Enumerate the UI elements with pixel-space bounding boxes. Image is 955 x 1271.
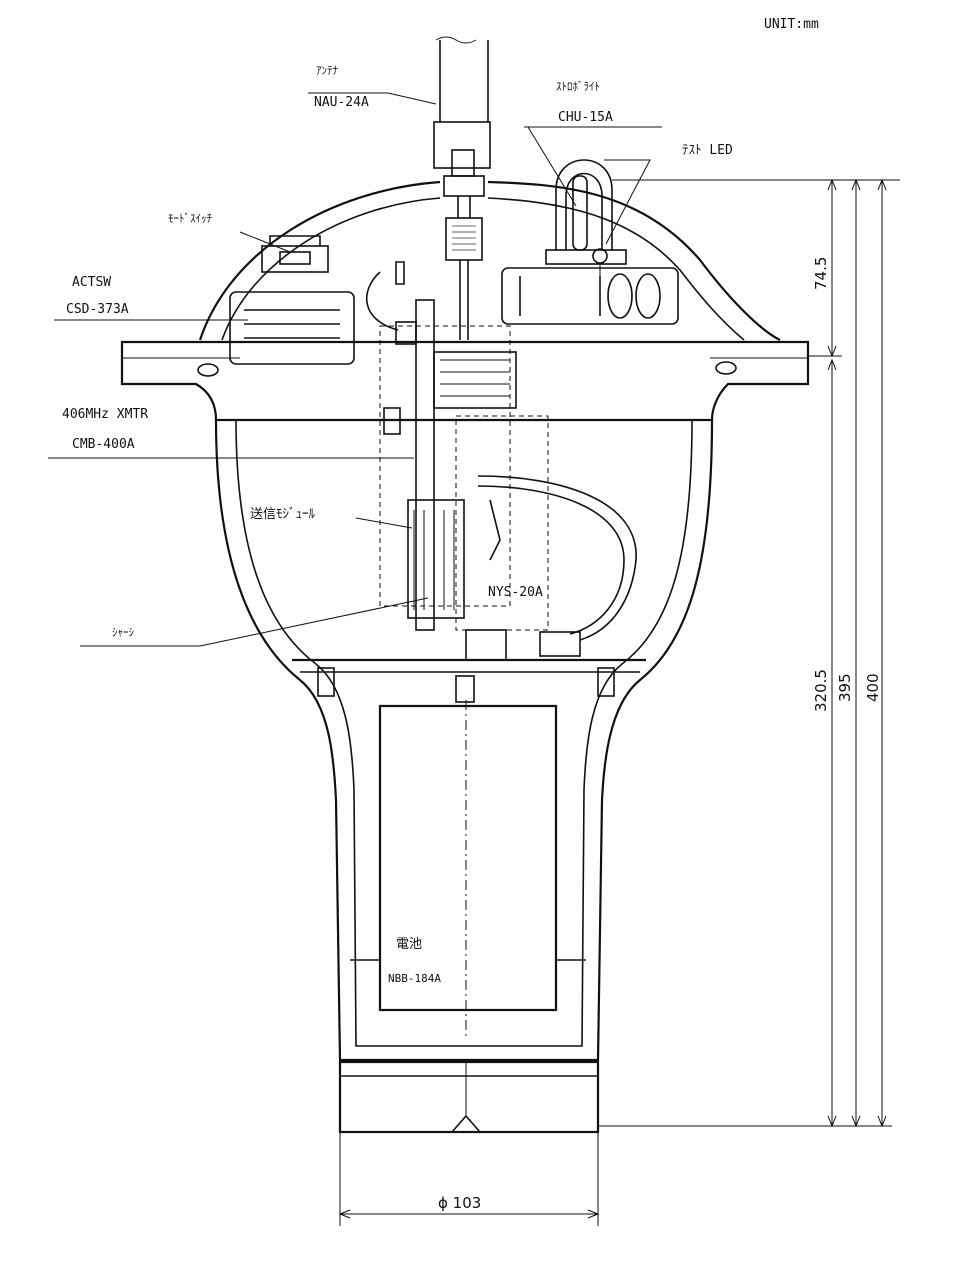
actsw-label: ACTSW xyxy=(72,275,111,290)
base-cap xyxy=(338,1060,600,1134)
chassis-label: ｼｬｰｼ xyxy=(112,626,134,639)
test-led-shape xyxy=(592,248,608,276)
xmtr-label: 406MHz XMTR xyxy=(62,407,148,422)
module-model: NYS-20A xyxy=(488,585,543,600)
dim-400: 400 xyxy=(864,673,882,702)
strobe-driver-block xyxy=(501,267,679,325)
mode-switch-label: ﾓｰﾄﾞｽｲｯﾁ xyxy=(168,212,212,225)
antenna-model: NAU-24A xyxy=(314,95,369,110)
dimension-lines xyxy=(338,178,900,1226)
unit-label: UNIT:mm xyxy=(764,17,819,32)
tx-module-label: 送信ﾓｼﾞｭｰﾙ xyxy=(250,507,316,522)
actsw-unit xyxy=(229,235,355,365)
actsw-model: CSD-373A xyxy=(66,302,129,317)
dim-74-5: 74.5 xyxy=(812,257,830,290)
antenna-label: ｱﾝﾃﾅ xyxy=(316,64,338,77)
antenna-shape xyxy=(433,36,491,340)
battery-label: 電池 xyxy=(396,937,422,952)
callout-leaders xyxy=(48,92,662,647)
xmtr-model: CMB-400A xyxy=(72,437,135,452)
strobe-label: ｽﾄﾛﾎﾞﾗｲﾄ xyxy=(556,80,600,93)
strobe-light-shape xyxy=(545,159,627,265)
dim-diameter: ϕ 103 xyxy=(438,1194,481,1212)
transmitter-chassis xyxy=(365,261,637,661)
strobe-model: CHU-15A xyxy=(558,110,613,125)
battery-model: NBB-184A xyxy=(388,972,441,985)
dim-395: 395 xyxy=(836,673,854,702)
dim-320-5: 320.5 xyxy=(812,669,830,712)
battery-pack xyxy=(350,700,586,1040)
test-led-label: ﾃｽﾄ LED xyxy=(682,143,733,158)
